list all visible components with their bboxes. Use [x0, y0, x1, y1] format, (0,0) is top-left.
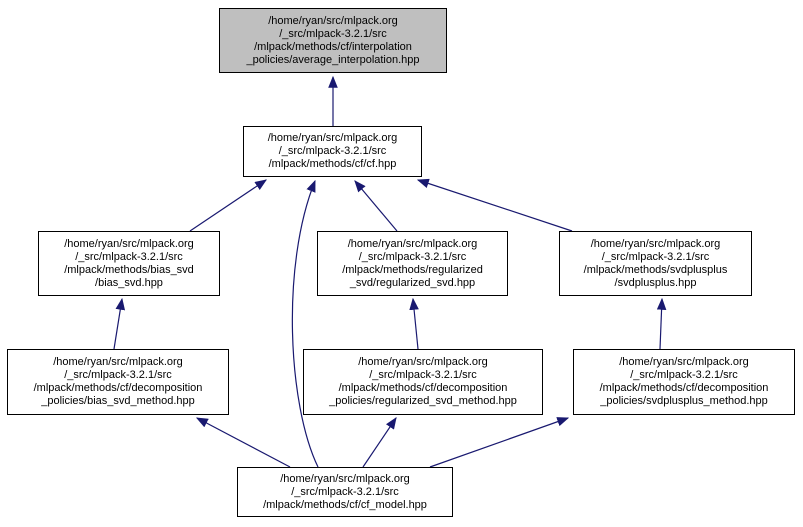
node-label-line: /_src/mlpack-3.2.1/src [630, 369, 738, 381]
node-label-line: /_src/mlpack-3.2.1/src [75, 250, 183, 263]
node-bias-svd-method-hpp[interactable]: /home/ryan/src/mlpack.org /_src/mlpack-3… [7, 349, 229, 415]
edge-regularized_svd_method-to-regularized_svd [409, 297, 419, 350]
node-label-line: /_src/mlpack-3.2.1/src [64, 369, 172, 381]
edge-bias_svd-to-cf [189, 179, 267, 232]
node-cf-model-hpp[interactable]: /home/ryan/src/mlpack.org /_src/mlpack-3… [237, 467, 453, 517]
edge-bias_svd_method-to-bias_svd [113, 297, 126, 350]
node-label-line: /home/ryan/src/mlpack.org [267, 132, 398, 144]
edge-cf_model-to-bias_svd_method [195, 417, 291, 468]
node-label-line: /mlpack/methods/cf/decomposition [338, 382, 508, 394]
edge-cf_model-to-svdplusplus_method [429, 417, 570, 468]
node-label-line: _policies/bias_svd_method.hpp [41, 395, 195, 407]
node-label-line: /mlpack/methods/cf/interpolation [254, 40, 412, 53]
node-label-line: /svdplusplus.hpp [614, 276, 697, 289]
node-svdplusplus-hpp[interactable]: /home/ryan/src/mlpack.org /_src/mlpack-3… [559, 231, 752, 296]
node-label-line: /home/ryan/src/mlpack.org [358, 356, 488, 368]
node-label-line: /home/ryan/src/mlpack.org [619, 356, 749, 368]
node-label-line: /home/ryan/src/mlpack.org [347, 237, 478, 250]
node-regularized-svd-hpp[interactable]: /home/ryan/src/mlpack.org /_src/mlpack-3… [317, 231, 508, 296]
edge-svdplusplus-to-cf [416, 178, 573, 232]
node-label-line: _svd/regularized_svd.hpp [349, 276, 476, 289]
edge-svdplusplus_method-to-svdplusplus [656, 297, 667, 350]
node-label-line: /mlpack/methods/regularized [342, 263, 483, 276]
node-label-line: /mlpack/methods/bias_svd [64, 263, 194, 276]
node-regularized-svd-method-hpp[interactable]: /home/ryan/src/mlpack.org /_src/mlpack-3… [303, 349, 543, 415]
node-cf-hpp[interactable]: /home/ryan/src/mlpack.org /_src/mlpack-3… [243, 126, 422, 177]
node-label-line: /mlpack/methods/cf/cf_model.hpp [263, 498, 427, 511]
node-label-line: /mlpack/methods/cf/decomposition [599, 382, 769, 394]
edge-cf_model-to-regularized_svd_method [362, 417, 397, 468]
node-label-line: /home/ryan/src/mlpack.org [590, 237, 721, 250]
node-label-line: /_src/mlpack-3.2.1/src [278, 145, 387, 157]
node-label-line: /_src/mlpack-3.2.1/src [369, 369, 477, 381]
node-label-line: _policies/svdplusplus_method.hpp [600, 395, 768, 407]
edge-cf_model-to-cf [291, 179, 319, 468]
node-label-line: /_src/mlpack-3.2.1/src [358, 250, 467, 263]
node-label-line: _policies/average_interpolation.hpp [246, 53, 420, 66]
node-label-line: /_src/mlpack-3.2.1/src [601, 250, 710, 263]
node-average-interpolation-hpp[interactable]: /home/ryan/src/mlpack.org /_src/mlpack-3… [219, 8, 447, 73]
node-label-line: _policies/regularized_svd_method.hpp [329, 395, 517, 407]
node-label-line: /bias_svd.hpp [95, 276, 163, 289]
node-label-line: /_src/mlpack-3.2.1/src [279, 27, 387, 40]
node-label-line: /home/ryan/src/mlpack.org [280, 472, 410, 485]
node-label-line: /mlpack/methods/svdplusplus [583, 263, 728, 276]
node-label-line: /home/ryan/src/mlpack.org [268, 14, 398, 27]
node-label-line: /home/ryan/src/mlpack.org [53, 356, 183, 368]
node-label-line: /_src/mlpack-3.2.1/src [291, 485, 399, 498]
edge-regularized_svd-to-cf [354, 180, 398, 232]
node-bias-svd-hpp[interactable]: /home/ryan/src/mlpack.org /_src/mlpack-3… [38, 231, 220, 296]
node-label-line: /home/ryan/src/mlpack.org [64, 237, 194, 250]
node-svdplusplus-method-hpp[interactable]: /home/ryan/src/mlpack.org /_src/mlpack-3… [573, 349, 795, 415]
node-label-line: /mlpack/methods/cf/decomposition [33, 382, 203, 394]
node-label-line: /mlpack/methods/cf/cf.hpp [268, 158, 397, 170]
